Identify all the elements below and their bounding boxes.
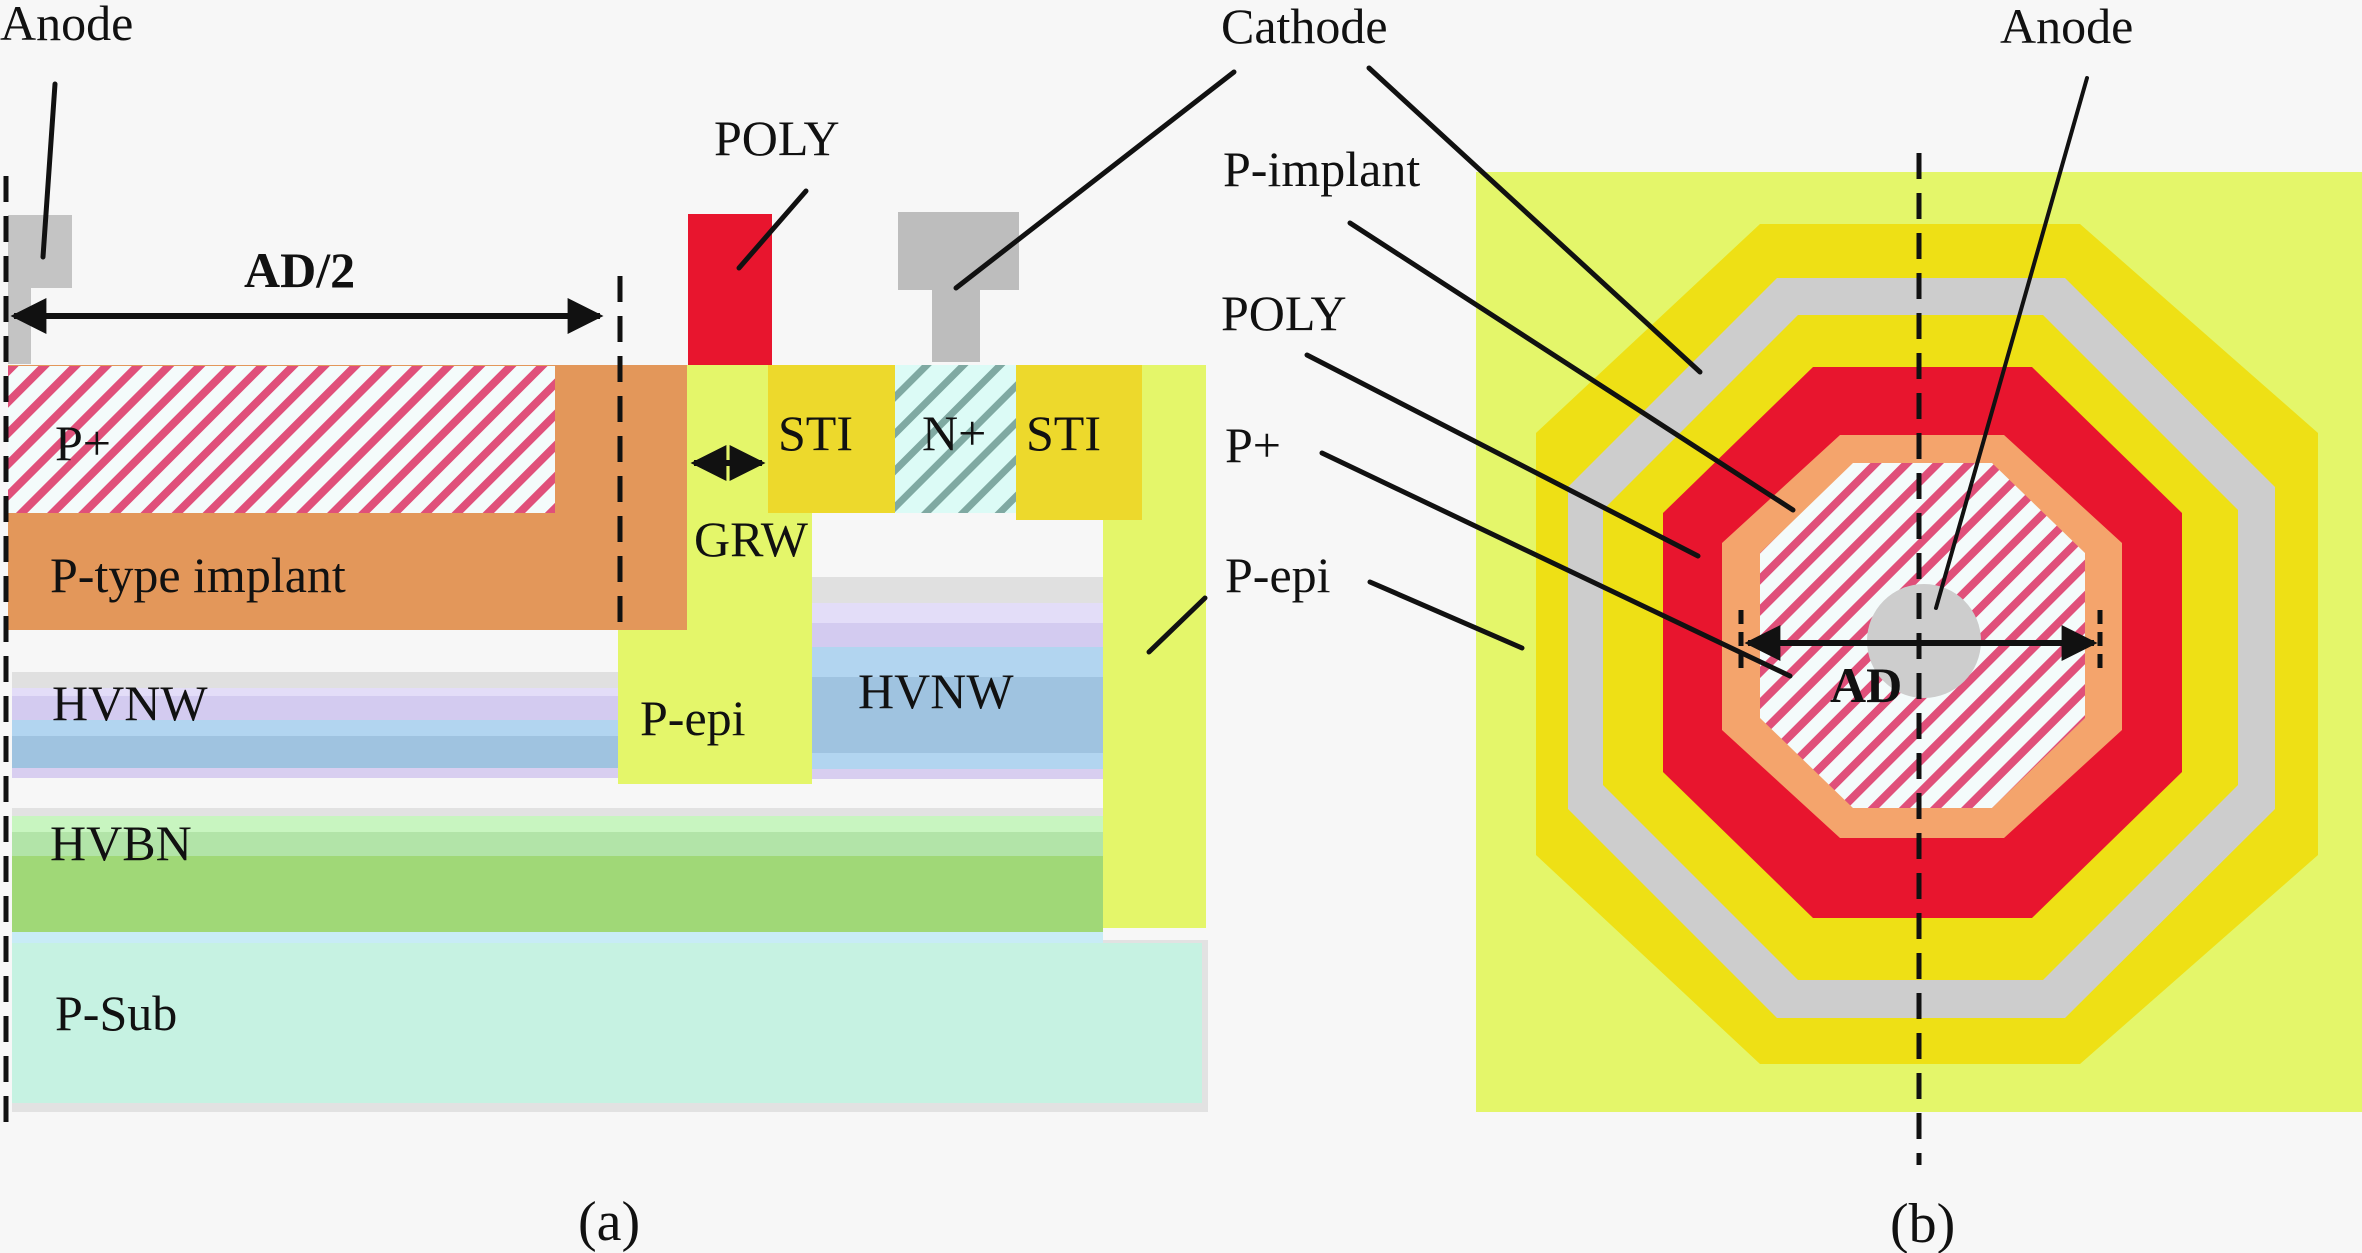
cathode-leader-line-b [1366, 65, 1703, 375]
p-sub-top-band [12, 932, 1103, 943]
sti-left-region [768, 365, 895, 513]
p-epi-middle-region [618, 630, 812, 784]
p-plus-label-b: P+ [1225, 417, 1281, 473]
n-plus-region [895, 365, 1016, 513]
anode-leader-line-b [1934, 76, 2089, 610]
cathode-contact [898, 212, 1019, 362]
p-epi-leader-line-b [1367, 579, 1525, 651]
n-plus-label: N+ [922, 405, 986, 461]
panel-b-caption: (b) [1890, 1193, 1955, 1253]
ad-label: AD [1830, 657, 1902, 713]
poly-gate [688, 214, 772, 365]
poly-leader-line-b [1304, 352, 1701, 559]
p-type-implant-label: P-type implant [50, 547, 346, 603]
cathode-label: Cathode [1221, 0, 1388, 54]
hvbn-region [12, 808, 1103, 932]
hvbn-label: HVBN [50, 815, 192, 871]
anode-label-b: Anode [2000, 0, 2133, 54]
p-plus-leader-line-b [1319, 450, 1793, 679]
panel-b-top-view: AD Anode P-implant POLY P+ P-epi (b) [1221, 0, 2362, 1253]
anode-contact [8, 215, 72, 364]
hvnw-left-label: HVNW [52, 675, 208, 731]
p-plus-region [8, 366, 555, 513]
p-implant-label: P-implant [1223, 141, 1420, 197]
p-sub-fill [12, 943, 1202, 1103]
p-plus-label: P+ [55, 415, 111, 471]
hvnw-left-region [12, 672, 618, 778]
sti-right-label: STI [1026, 405, 1101, 461]
p-epi-label-b: P-epi [1225, 547, 1331, 603]
panel-a-cross-section: AD/2 Anode POLY Cathode P+ P-type implan… [0, 0, 1388, 1253]
poly-leader-line-a [736, 188, 809, 271]
grw-label: GRW [694, 511, 809, 567]
sti-right-region [1016, 365, 1142, 520]
hvnw-right-region [812, 577, 1103, 779]
panel-a-caption: (a) [578, 1191, 640, 1253]
p-implant-leader-line [1347, 220, 1796, 513]
poly-label-b: POLY [1221, 285, 1347, 341]
hvnw-right-label: HVNW [858, 663, 1014, 719]
cathode-leader-line-a [953, 69, 1237, 291]
p-epi-label-a: P-epi [640, 690, 746, 746]
p-sub-label: P-Sub [55, 985, 177, 1041]
anode-label-a: Anode [0, 0, 133, 51]
p-epi-leader-line-a [1146, 595, 1208, 655]
anode-leader-line-a [40, 81, 58, 260]
ad-half-label: AD/2 [244, 242, 355, 298]
sti-left-label: STI [778, 405, 853, 461]
poly-label-a: POLY [714, 110, 840, 166]
